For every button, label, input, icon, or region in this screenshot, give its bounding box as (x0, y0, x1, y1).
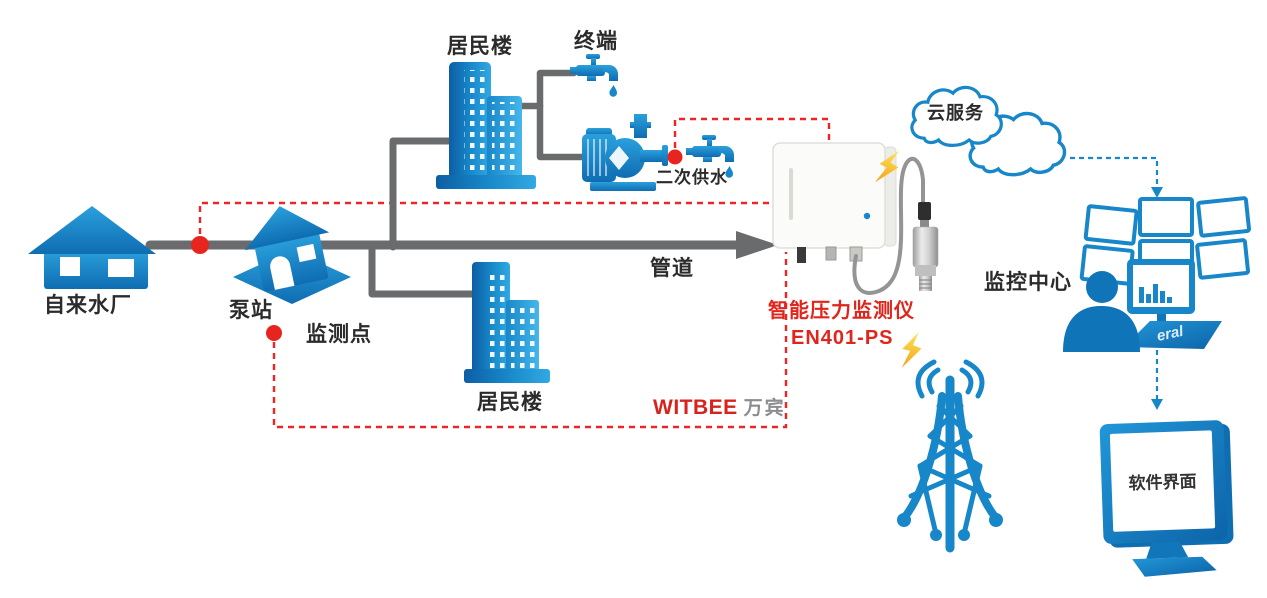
label-device-model: EN401-PS (791, 327, 894, 349)
link-pipe-point-to-device (198, 201, 770, 234)
pipe-arrowhead-icon (736, 231, 778, 259)
label-pipeline: 管道 (650, 257, 694, 280)
desk-watermark: eral (1155, 323, 1185, 345)
water-pump-icon (582, 114, 668, 191)
operator-person-icon (1063, 271, 1140, 352)
riser-pipe (536, 69, 586, 161)
label-device-name: 智能压力监测仪 (768, 300, 915, 322)
link-secondary-supply-to-device (673, 117, 831, 148)
lightning-bolt-icon (899, 330, 924, 371)
arrow-down-icon (1151, 187, 1163, 198)
data-flow-arrows (1070, 156, 1163, 410)
pressure-sensor-icon (912, 202, 939, 291)
pump-station-icon (233, 206, 351, 304)
cloud-service-icon (910, 85, 1067, 177)
label-pump-station: 泵站 (229, 299, 273, 322)
residential-building-bottom-icon (464, 262, 550, 383)
antenna-connector-icon (797, 247, 806, 263)
water-plant-icon (28, 206, 156, 289)
bar-chart-icon (1139, 284, 1172, 303)
brand-logo-cn: 万宾 (743, 398, 786, 419)
label-monitoring-center: 监控中心 (984, 271, 1072, 294)
pipeline-network (145, 69, 745, 298)
red-dot-marker (667, 149, 683, 165)
residential-building-top-icon (436, 62, 536, 189)
label-monitoring-point: 监测点 (306, 323, 372, 346)
pressure-monitor-device-icon (772, 142, 897, 263)
terminal-faucet-icon (570, 54, 618, 97)
arrow-down-icon (1151, 399, 1163, 410)
red-dot-marker (266, 325, 282, 341)
label-residential-bottom: 居民楼 (477, 391, 543, 414)
link-monitor-point-to-device (272, 252, 788, 429)
device-side-label (789, 168, 793, 220)
software-monitor-icon: 软件界面 (1099, 420, 1234, 577)
label-secondary-supply: 二次供水 (656, 168, 728, 187)
label-water-plant: 自来水厂 (44, 294, 132, 317)
label-terminal: 终端 (574, 30, 618, 53)
branch-pipe-down (368, 245, 484, 298)
cell-tower-icon (897, 359, 1003, 553)
software-ui-label: 软件界面 (1128, 471, 1197, 493)
branch-pipe-up (389, 137, 462, 251)
red-dot-marker (191, 236, 209, 254)
sensor-cable (852, 156, 925, 295)
cable-gland-icon (825, 246, 837, 261)
monitoring-point-markers (191, 149, 683, 341)
brand-logo-en: WITBEE (653, 396, 738, 419)
label-residential-top: 居民楼 (447, 35, 513, 58)
monitoring-center-icon: eral (1063, 196, 1251, 352)
label-cloud-service: 云服务 (927, 103, 984, 123)
monitoring-link-lines (198, 117, 831, 429)
device-led-icon (863, 212, 871, 220)
desk-icon (1124, 321, 1222, 349)
desktop-chart-monitor-icon (1127, 259, 1195, 322)
